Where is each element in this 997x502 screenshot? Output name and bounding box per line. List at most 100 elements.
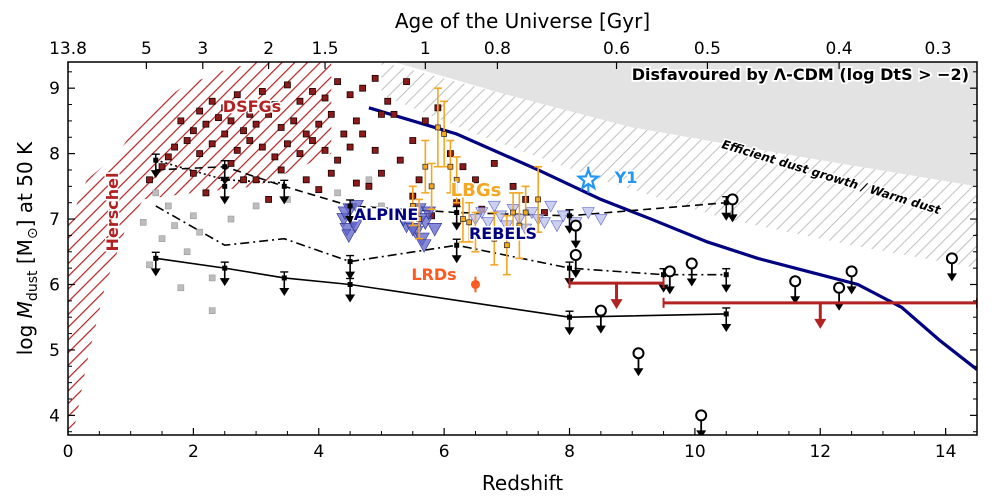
dsfg-point-78	[365, 182, 373, 190]
stack-marker	[567, 265, 573, 271]
y1-star	[575, 166, 601, 191]
dashdot-stack-line	[155, 205, 727, 276]
lbg-point-7	[415, 198, 424, 240]
top-tick-label: 1	[420, 39, 431, 59]
x-tick-label: 2	[188, 442, 199, 462]
dsfg-point-20	[215, 114, 222, 122]
lrd-marker	[470, 279, 480, 289]
dsfg-point-19	[202, 120, 210, 128]
rebels-label: REBELS	[469, 224, 537, 243]
lbg-marker	[466, 219, 473, 226]
upper-limit-circle	[632, 347, 645, 360]
dsfg-point-14	[359, 84, 367, 92]
x-tick-label: 8	[564, 442, 575, 462]
upper-limit-circle	[663, 265, 676, 278]
lbg-point-4	[452, 156, 461, 204]
arrow-head	[150, 268, 161, 277]
range-arrow-head	[814, 318, 827, 329]
stack-limit-3	[219, 160, 230, 185]
arrow-head	[219, 278, 230, 287]
herschel-point-15	[365, 176, 373, 184]
lbg-marker	[453, 176, 460, 183]
stack-limit-5	[219, 261, 230, 287]
stack-marker	[723, 200, 729, 206]
arrow-head	[279, 196, 290, 205]
top-tick-label: 0.4	[826, 39, 853, 59]
dsfg-point-33	[183, 137, 191, 144]
y1-point	[575, 166, 601, 193]
dsfg-point-71	[403, 78, 410, 86]
y-axis-label-part: ] at 50 K	[13, 141, 37, 227]
top-tick-label: 1.5	[312, 39, 339, 59]
dsfg-point-40	[271, 153, 279, 161]
dsfg-point-77	[315, 186, 323, 194]
arrow-head	[345, 271, 356, 280]
x-tick-label: 12	[809, 442, 831, 462]
y-tick-label: 6	[49, 275, 60, 295]
lbg-marker	[522, 209, 529, 216]
arrow-head	[727, 214, 738, 223]
dsfg-point-8	[284, 81, 291, 89]
upper-limit-circle	[594, 304, 607, 317]
lbg-marker	[441, 131, 447, 137]
stack-marker	[723, 311, 729, 317]
dsfg-point-82	[541, 209, 548, 216]
stack-marker	[281, 275, 287, 281]
rebels-point-12	[544, 200, 558, 213]
dsfg-point-76	[265, 196, 273, 203]
dsfg-point-54	[277, 166, 285, 174]
dsfg-point-60	[409, 137, 417, 144]
dsfg-point-25	[277, 124, 285, 131]
dsfg-point-49	[158, 163, 166, 171]
top-tick-label: 3	[197, 39, 208, 59]
stack-limit-4	[219, 179, 230, 205]
y-axis-label: log Mdust [M⊙] at 50 K	[13, 141, 41, 355]
dsfg-point-26	[290, 117, 298, 125]
stack-marker	[723, 272, 729, 278]
dsfg-point-43	[309, 137, 316, 144]
upper-limit-7	[695, 409, 708, 435]
x-tick-label: 0	[63, 442, 74, 462]
arrow-head	[219, 196, 230, 205]
range-arrow-head	[610, 299, 623, 310]
upper-limit-10	[833, 281, 846, 311]
herschel-point-6	[208, 274, 216, 282]
lbg-marker	[422, 163, 429, 170]
dsfg-point-36	[221, 130, 229, 138]
lbg-point-10	[471, 211, 480, 253]
herschel-point-2	[165, 202, 172, 210]
dsfg-point-45	[334, 156, 341, 164]
dsfg-point-51	[189, 169, 197, 177]
dsfg-point-22	[240, 127, 247, 135]
range-limit-1	[568, 278, 665, 310]
top-tick-label: 2	[263, 39, 274, 59]
dsfg-point-27	[302, 130, 310, 138]
herschel-point-17	[139, 219, 147, 226]
herschel-point-1	[152, 189, 160, 197]
stack-marker	[347, 281, 353, 287]
arrow-head	[345, 215, 356, 224]
stack-limit-9	[345, 254, 356, 280]
arrow-head	[721, 284, 732, 293]
dsfg-point-16	[384, 97, 392, 105]
dsfg-point-64	[459, 163, 467, 171]
lbg-point-5	[421, 139, 430, 194]
herschel-point-11	[227, 215, 235, 223]
rebels-point-16	[594, 213, 608, 226]
herschel-point-12	[252, 202, 260, 210]
dsfg-point-31	[352, 117, 360, 125]
dsfg-point-34	[196, 150, 204, 158]
dsfg-point-12	[334, 78, 341, 86]
lbg-point-17	[509, 192, 518, 233]
dsfg-point-13	[346, 91, 354, 99]
dsfg-point-18	[189, 127, 197, 135]
y-tick-label: 7	[49, 210, 60, 230]
dsfg-point-5	[246, 110, 254, 118]
lbg-point-16	[465, 201, 474, 243]
upper-limit-8	[726, 193, 739, 223]
stack-limit-7	[279, 271, 290, 296]
herschel-point-5	[196, 228, 203, 236]
lbg-marker	[416, 216, 422, 222]
x-tick-label: 10	[684, 442, 706, 462]
arrow-head	[721, 323, 732, 332]
